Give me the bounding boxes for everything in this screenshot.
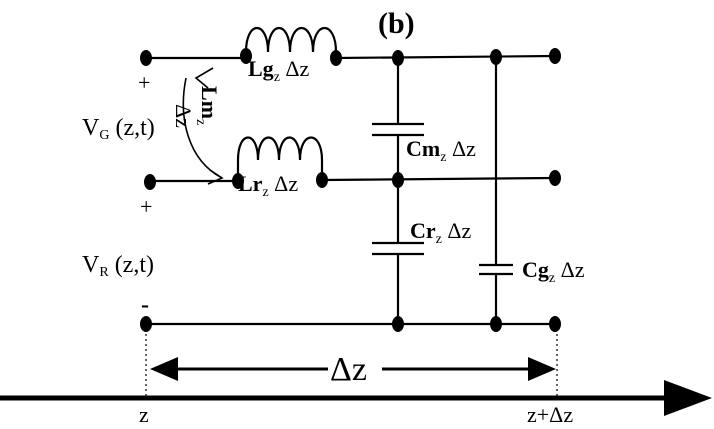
node-bottom-right (549, 316, 561, 332)
lr-label: Lrz Δz (238, 171, 298, 200)
lg-inductor-coil (244, 26, 338, 58)
lr-inductor-coil (236, 136, 324, 181)
cm-label: Cmz Δz (406, 136, 476, 165)
minus-sign: - (141, 292, 149, 318)
lg-label: Lgz Δz (248, 56, 310, 85)
node-lg-right (330, 50, 342, 66)
mutual-arrow-upper (194, 67, 214, 89)
axis-tick-z: z (139, 402, 149, 427)
node-lr-right (316, 172, 328, 188)
cg-label: Cgz Δz (522, 257, 585, 286)
z-axis-arrowhead (664, 380, 712, 416)
top-wire-right (335, 54, 556, 60)
node-top-cm (392, 50, 404, 66)
node-bottom-left (140, 316, 152, 332)
node-top-cg (490, 49, 502, 65)
vr-label: VR (z,t) (82, 252, 154, 280)
dz-label-bg (328, 350, 382, 384)
node-lg-left (240, 48, 252, 64)
dz-span-label: Δz (330, 351, 367, 388)
cr-label: Crz Δz (410, 218, 472, 247)
node-bottom-cr (392, 316, 404, 332)
vg-label: VG (z,t) (82, 115, 155, 143)
plus-sign-mid: + (140, 194, 152, 219)
node-bottom-cg (490, 316, 502, 332)
node-lr-left (232, 173, 244, 189)
node-top-left (140, 50, 152, 66)
dz-span-arrowhead-left (150, 357, 178, 381)
lm-dz-label: Δz (171, 104, 196, 128)
figure-label: (b) (378, 7, 415, 40)
node-mid-left (144, 174, 156, 190)
node-mid-cm (392, 172, 404, 188)
circuit-nodes (140, 48, 561, 332)
lm-label: Lmz (193, 86, 222, 125)
mutual-arrow-lower (207, 169, 224, 185)
dz-span-arrowhead-right (528, 357, 556, 381)
plus-sign-top: + (138, 70, 150, 95)
axis-tick-z-plus-dz: z+Δz (527, 402, 573, 427)
mid-wire-right (321, 176, 556, 182)
node-mid-right (549, 170, 561, 186)
node-top-right (549, 48, 561, 64)
